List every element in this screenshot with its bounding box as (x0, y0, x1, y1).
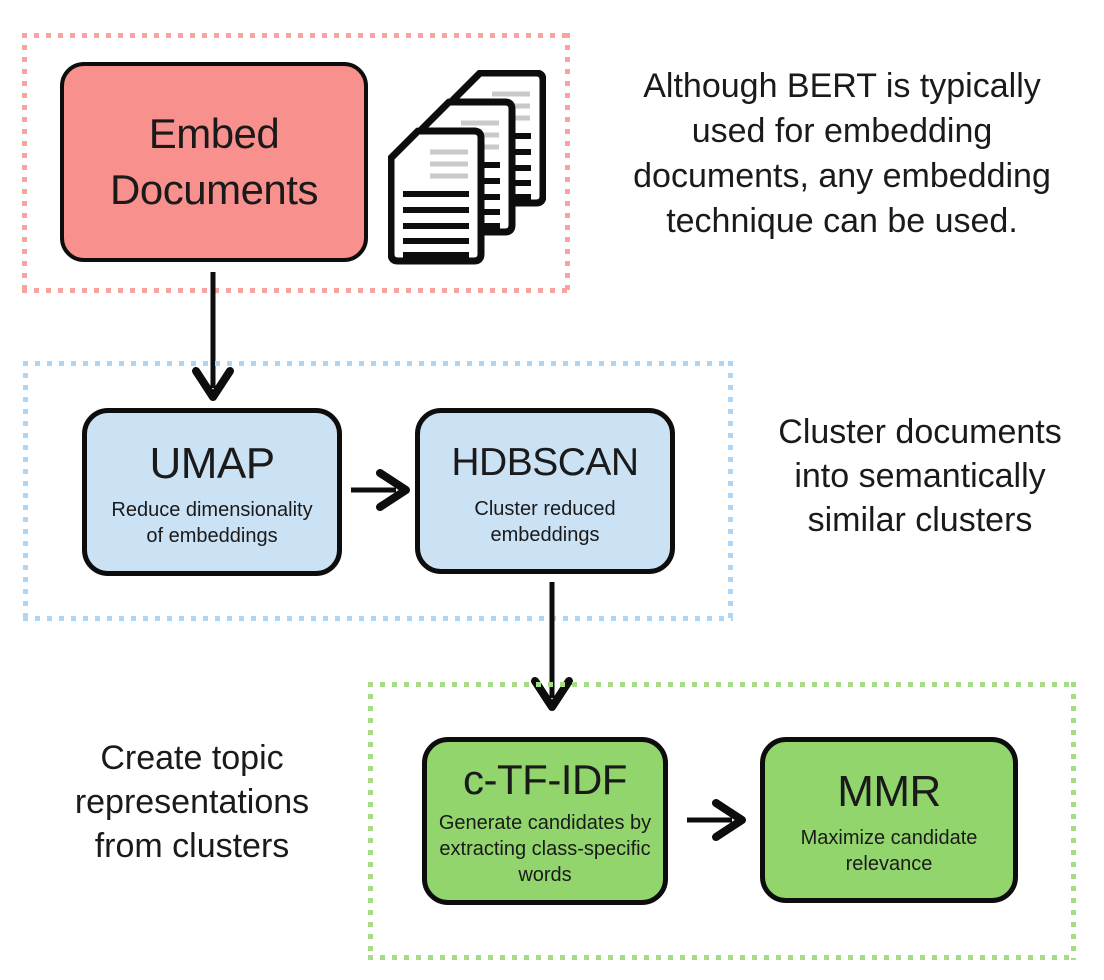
hdbscan-title: HDBSCAN (451, 440, 639, 484)
dotted-border-edge (368, 682, 1076, 687)
dotted-border-edge (23, 361, 28, 621)
umap-box: UMAP Reduce dimensionality of embeddings (82, 408, 342, 576)
embed-panel (22, 33, 570, 293)
dotted-border-edge (23, 361, 733, 366)
cluster-panel (23, 361, 733, 621)
documents-stack-icon (388, 70, 546, 266)
dotted-border-edge (728, 361, 733, 621)
arrow-ctfidf-to-mmr (687, 799, 746, 841)
topic-caption: Create topic representations from cluste… (74, 739, 310, 865)
dotted-border-edge (368, 682, 373, 960)
dotted-border-edge (22, 33, 570, 38)
ctfidf-box: c-TF-IDF Generate candidates by extracti… (422, 737, 668, 905)
hdbscan-box: HDBSCAN Cluster reduced embeddings (415, 408, 675, 574)
dotted-border-edge (1071, 682, 1076, 960)
embed-documents-title: Embed Documents (110, 110, 318, 213)
arrow-embed-to-cluster (192, 272, 234, 401)
hdbscan-subtitle: Cluster reduced embeddings (474, 497, 616, 546)
mmr-box: MMR Maximize candidate relevance (760, 737, 1018, 903)
mmr-subtitle: Maximize candidate relevance (800, 826, 978, 875)
cluster-caption: Cluster documents into semantically simi… (778, 413, 1062, 539)
dotted-border-edge (22, 33, 27, 293)
dotted-border-edge (22, 288, 570, 293)
embed-documents-box: Embed Documents (60, 62, 368, 262)
umap-title: UMAP (149, 438, 275, 488)
dotted-border-edge (368, 955, 1076, 960)
ctfidf-title: c-TF-IDF (463, 755, 627, 803)
arrow-hdbscan-to-ctfidf (531, 582, 573, 711)
mmr-title: MMR (837, 766, 941, 816)
arrow-umap-to-hdbscan (351, 469, 410, 511)
umap-subtitle: Reduce dimensionality of embeddings (111, 498, 313, 547)
ctfidf-subtitle: Generate candidates by extracting class-… (438, 811, 652, 886)
embedding-caption: Although BERT is typically used for embe… (633, 67, 1051, 240)
topic-panel (368, 682, 1076, 960)
dotted-border-edge (565, 33, 570, 293)
dotted-border-edge (23, 616, 733, 621)
